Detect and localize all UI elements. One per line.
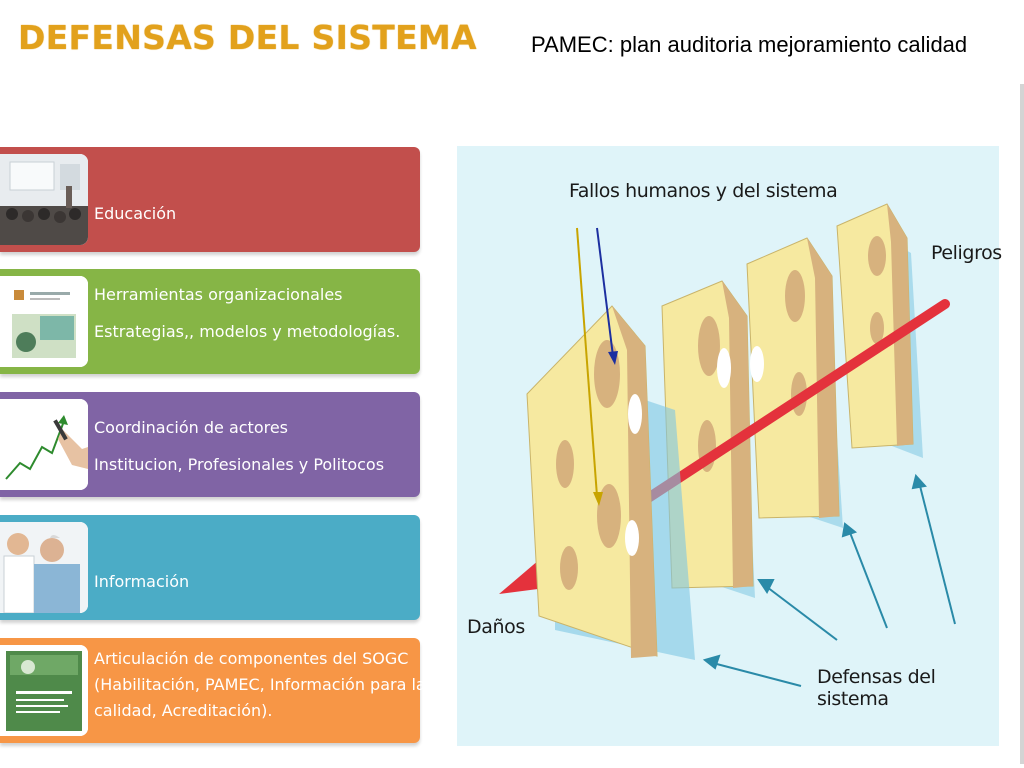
doctor-patient-photo bbox=[0, 522, 88, 613]
slide-edge-divider bbox=[1020, 84, 1024, 764]
swiss-cheese-illustration bbox=[457, 146, 999, 746]
card-line: Estrategias,, modelos y metodologías. bbox=[94, 322, 401, 341]
defense-arrows bbox=[702, 473, 956, 687]
card-line: Educación bbox=[94, 204, 177, 223]
failure-arrows bbox=[576, 227, 618, 506]
label-defenses: Defensas del sistema bbox=[817, 666, 936, 710]
label-failures: Fallos humanos y del sistema bbox=[569, 180, 838, 202]
card-line: (Habilitación, PAMEC, Información para l… bbox=[94, 675, 426, 694]
cheese-slice-1 bbox=[526, 305, 695, 660]
card-organizational-tools-text: Herramientas organizacionales Estrategia… bbox=[94, 276, 412, 350]
card-coordination: Coordinación de actores Institucion, Pro… bbox=[0, 392, 420, 497]
card-coordination-text: Coordinación de actores Institucion, Pro… bbox=[94, 409, 412, 483]
card-sogc-articulation-text: Articulación de componentes del SOGC (Ha… bbox=[94, 646, 426, 724]
card-line: Información bbox=[94, 572, 190, 591]
classroom-photo bbox=[0, 154, 88, 245]
card-line: Institucion, Profesionales y Politocos bbox=[94, 455, 385, 474]
card-line: Coordinación de actores bbox=[94, 418, 289, 437]
slide-title: DEFENSAS DEL SISTEMA bbox=[18, 18, 477, 57]
card-line: Articulación de componentes del SOGC bbox=[94, 649, 409, 668]
card-sogc-articulation: Articulación de componentes del SOGC (Ha… bbox=[0, 638, 426, 743]
card-organizational-tools: Herramientas organizacionales Estrategia… bbox=[0, 269, 420, 374]
card-information: Información bbox=[0, 515, 420, 620]
card-line: calidad, Acreditación). bbox=[94, 701, 273, 720]
card-line: Herramientas organizacionales bbox=[94, 285, 343, 304]
label-damage: Daños bbox=[467, 616, 525, 638]
swiss-cheese-diagram: Fallos humanos y del sistema Peligros Da… bbox=[457, 146, 1002, 746]
card-education: Educación bbox=[0, 147, 420, 252]
audit-book-cover bbox=[0, 645, 88, 736]
document-cover-thumbnail bbox=[0, 276, 88, 367]
label-hazards: Peligros bbox=[931, 242, 1002, 264]
growth-chart-hand-image bbox=[0, 399, 88, 490]
cheese-slice-3 bbox=[746, 237, 843, 528]
card-information-text: Información bbox=[94, 548, 412, 591]
pamec-note: PAMEC: plan auditoria mejoramiento calid… bbox=[531, 32, 968, 57]
card-education-text: Educación bbox=[94, 180, 412, 223]
